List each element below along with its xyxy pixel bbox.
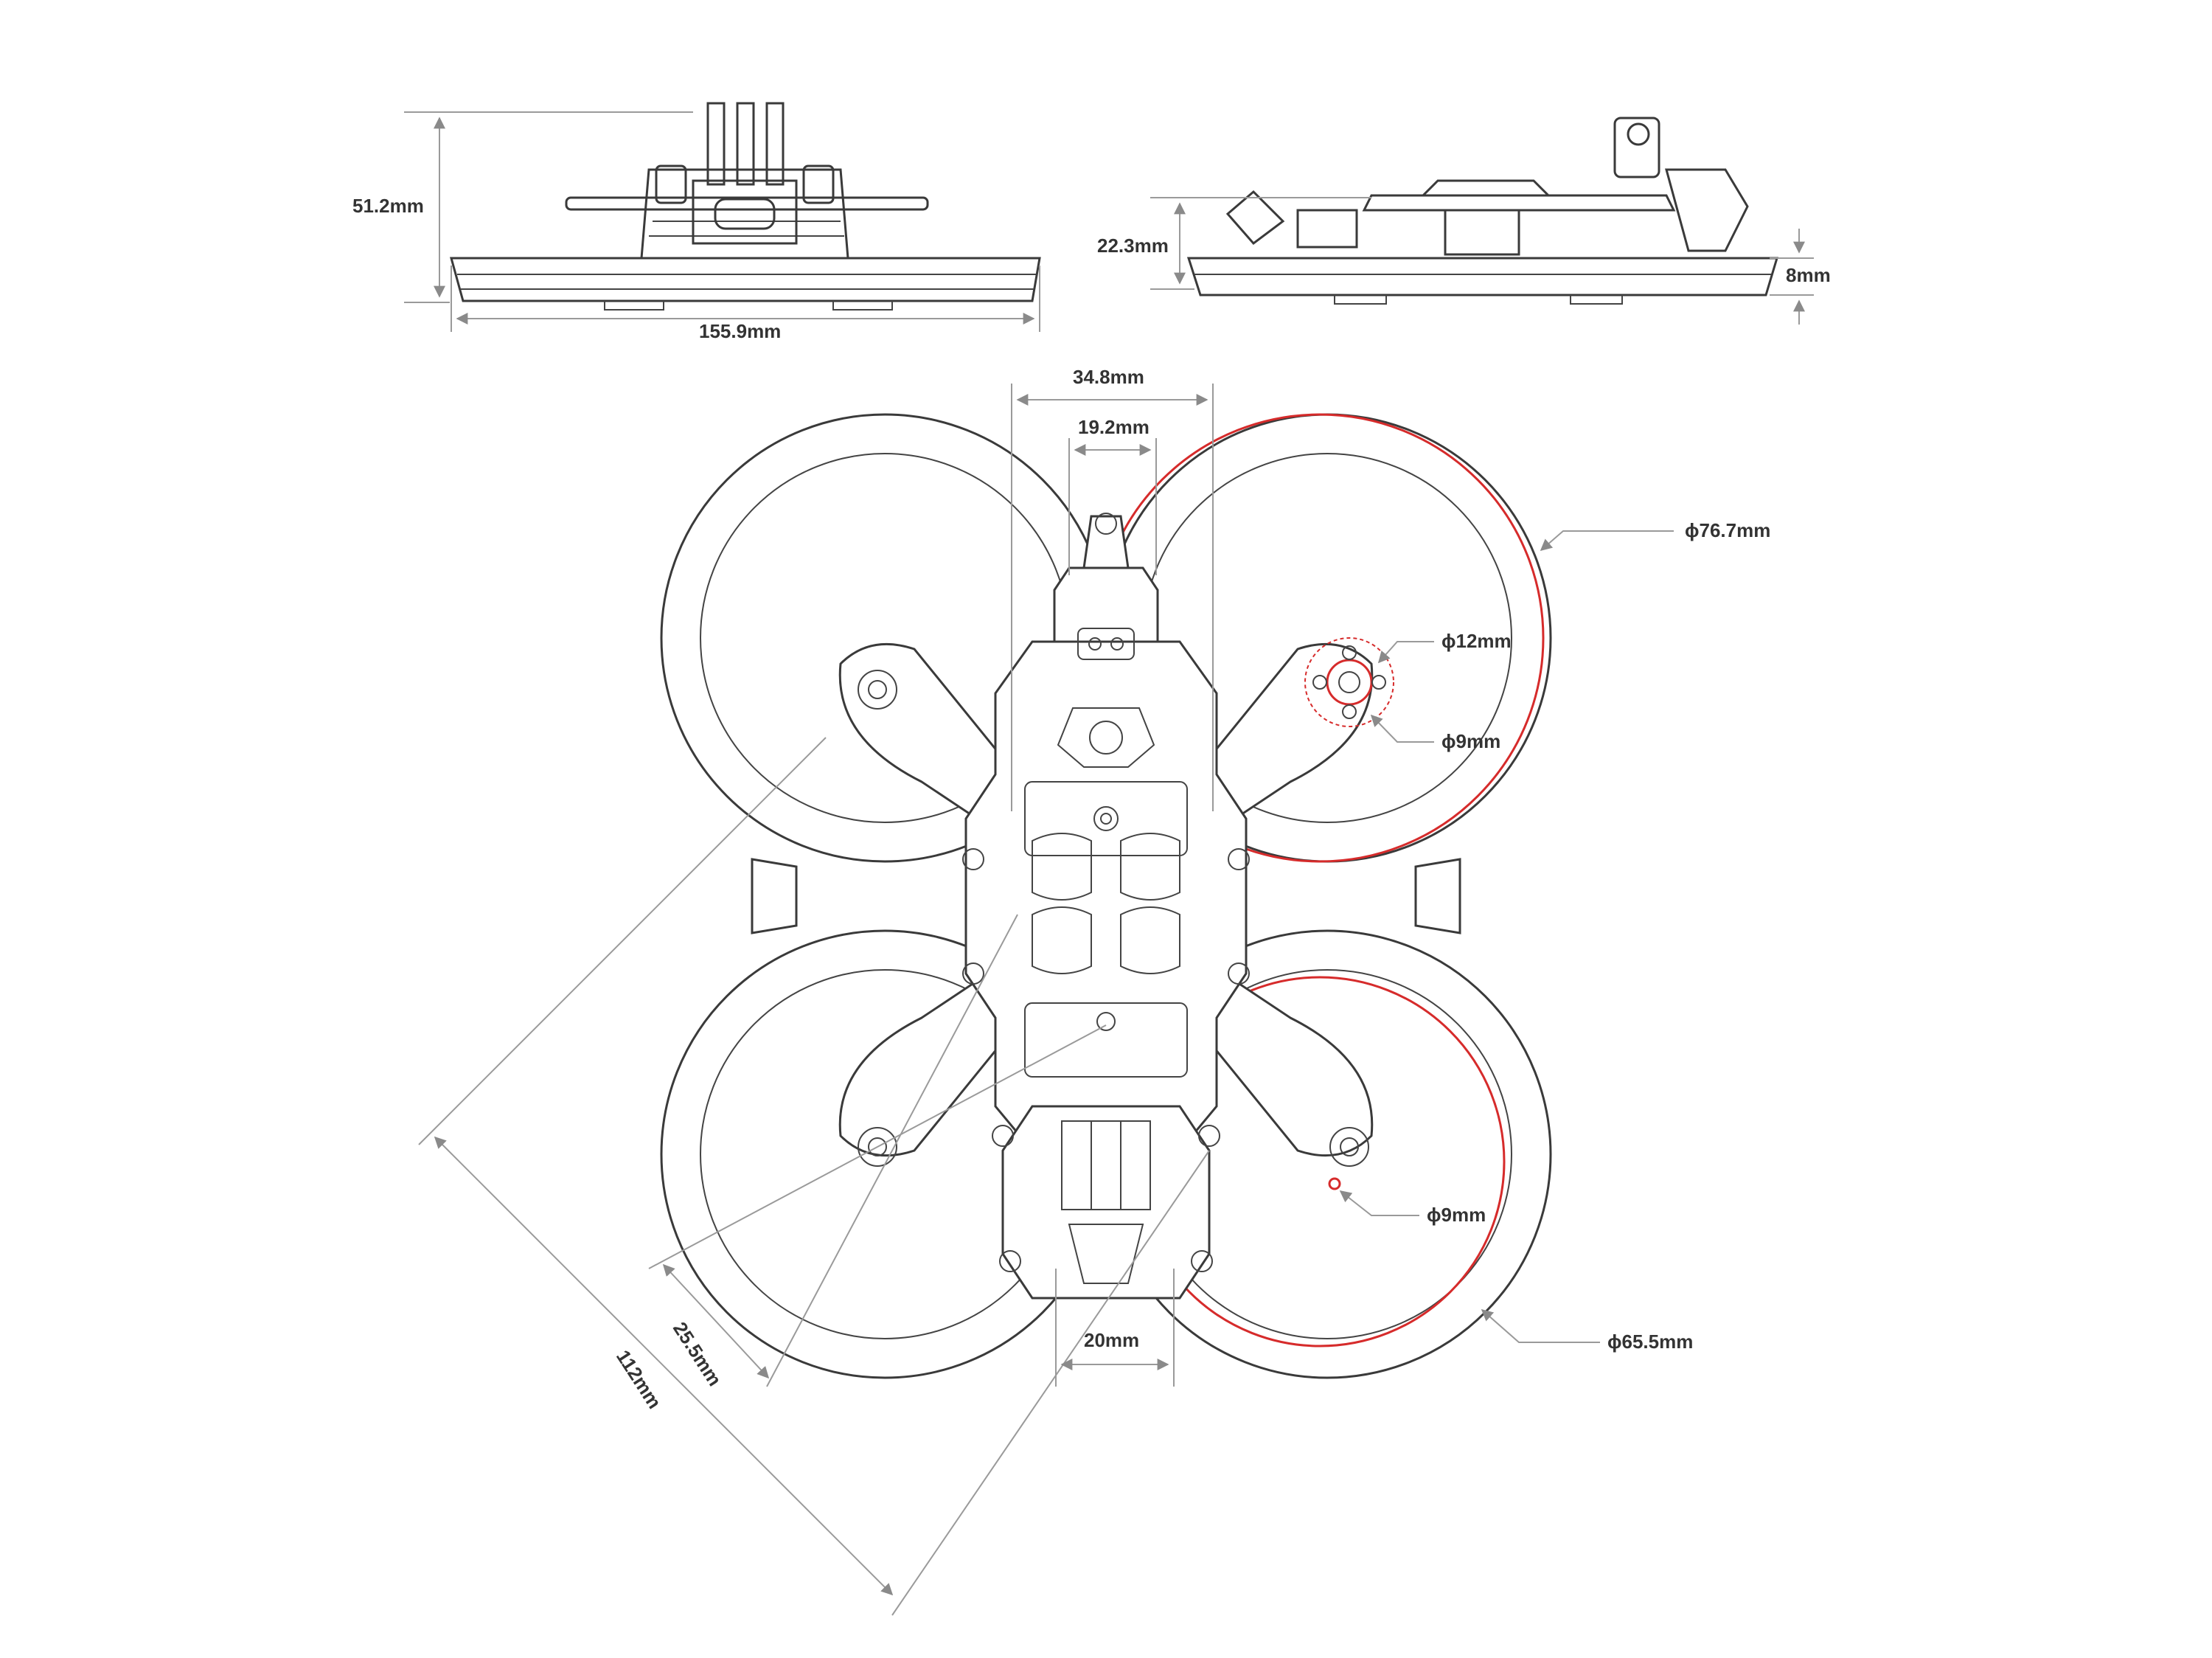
side-view [1186,117,1779,305]
tail-width-label: 20mm [1084,1329,1139,1351]
motor-mount-top-right [1304,637,1394,727]
tail-block [1001,1105,1211,1300]
side-view-dimensions: 22.3mm 8mm [1097,197,1831,325]
side-guard-label: 8mm [1786,264,1831,286]
camera-clip [1082,515,1130,569]
motor-center-label: ϕ9mm [1441,730,1500,752]
duct-outer-label: ϕ76.7mm [1685,519,1770,541]
motor-mount-bottom-right [1328,1127,1369,1190]
camera-mount [1053,566,1159,643]
motor-mount-label: ϕ12mm [1441,630,1512,652]
arm-top-left [838,642,1012,828]
motor-mount-top-left [858,670,897,710]
front-height-label: 51.2mm [352,195,424,217]
front-width-label: 155.9mm [699,320,781,342]
mount-width-label: 19.2mm [1078,416,1150,438]
front-view [450,102,1041,311]
screw-hole-label: ϕ9mm [1427,1204,1486,1226]
side-height-label: 22.3mm [1097,235,1169,257]
body-width-label: 34.8mm [1073,366,1144,388]
wheelbase-label: 112mm [612,1346,666,1412]
top-view [660,413,1552,1379]
front-view-dimensions: 51.2mm 155.9mm [352,111,1040,342]
duct-inner-label: ϕ65.5mm [1607,1331,1693,1353]
arm-bottom-right [1200,971,1374,1157]
frame-body [964,640,1248,1152]
